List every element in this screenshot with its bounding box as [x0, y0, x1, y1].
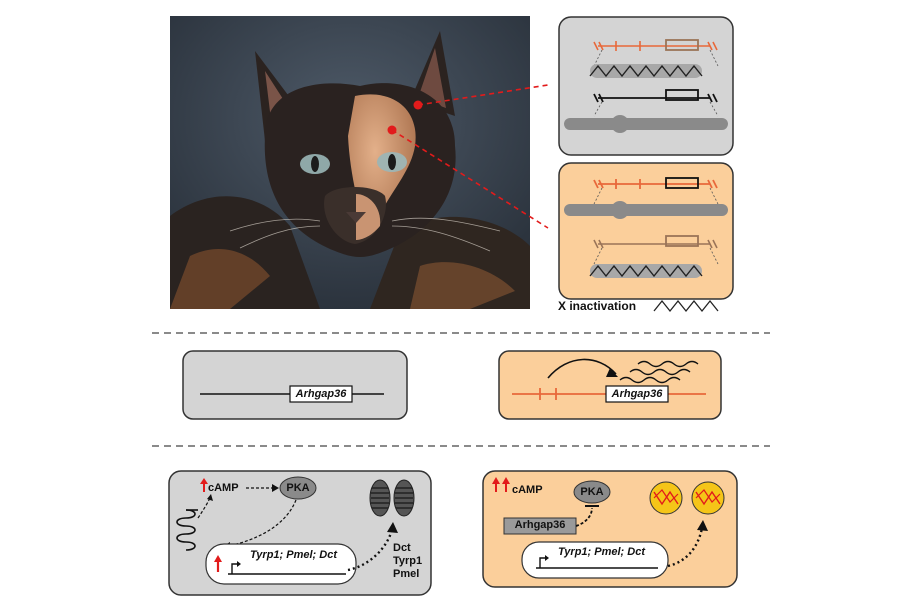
melanosome-gene-list: Dct Tyrp1 Pmel: [393, 542, 422, 581]
camp-label-grey: cAMP: [208, 482, 239, 494]
arhgap36-protein-label: Arhgap36: [514, 519, 566, 531]
melanosome-gene-tyrp1: Tyrp1: [393, 555, 423, 567]
red-dot-dark-region: [413, 100, 423, 110]
melanosome-icons: [369, 479, 415, 517]
grey-pathway-panel: [168, 470, 432, 596]
active-x-chromosome: [564, 118, 728, 130]
melanosome-gene-pmel: Pmel: [393, 568, 420, 580]
orange-chromosome-panel: [558, 162, 734, 300]
receptor-icon: [176, 509, 198, 551]
grey-gene-panel: [182, 350, 408, 420]
promoter-genes-grey: Tyrp1; Pmel; Dct: [250, 549, 338, 561]
zigzag-legend-icon: [653, 299, 719, 313]
pka-label-grey: PKA: [286, 482, 310, 494]
active-gene-line: [593, 93, 718, 103]
x-inactivation-label: X inactivation: [558, 299, 637, 313]
camp-label-orange: cAMP: [512, 484, 543, 496]
gene-label-orange: Arhgap36: [611, 388, 663, 400]
pheomelanosome-icons: [649, 481, 725, 515]
red-dot-orange-region: [387, 125, 397, 135]
promoter-genes-orange: Tyrp1; Pmel; Dct: [558, 546, 646, 558]
gene-label-grey: Arhgap36: [295, 388, 347, 400]
grey-chromosome-panel: [558, 16, 734, 156]
inactive-x-chromosome: [590, 64, 702, 78]
pka-label-orange: PKA: [580, 486, 604, 498]
melanosome-gene-dct: Dct: [393, 542, 411, 554]
cat-photo: [170, 16, 530, 309]
orange-gene-panel: [498, 350, 722, 420]
inactive-gene-line: [593, 41, 718, 51]
transcript-wavy-lines: [619, 360, 699, 384]
orange-pathway-panel: [482, 470, 738, 588]
